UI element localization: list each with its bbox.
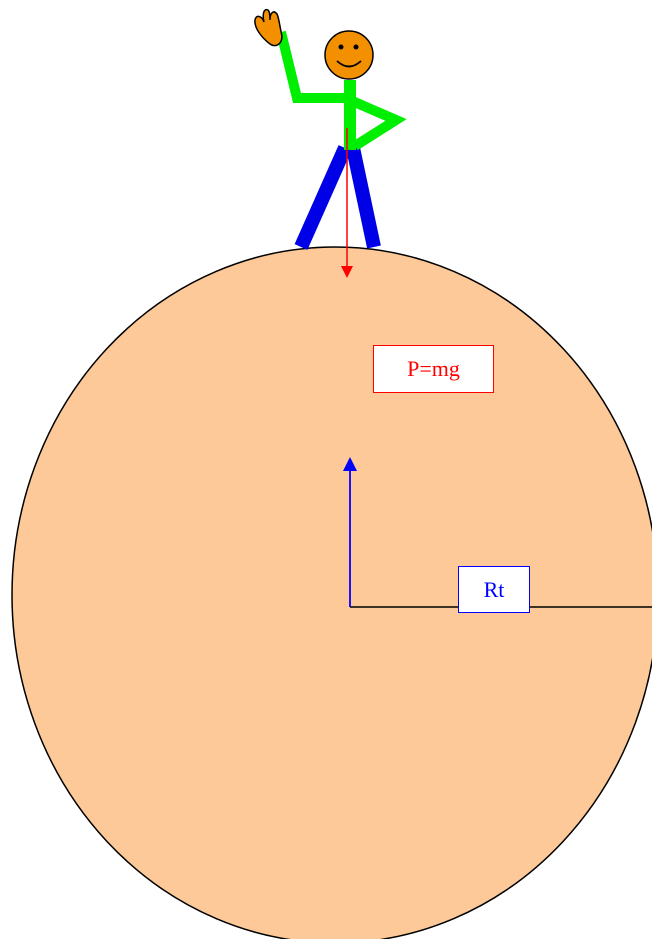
hip-arm	[348, 95, 407, 151]
right-leg	[346, 146, 381, 249]
radius-arrow-head	[343, 457, 357, 471]
weight-force-label: P=mg	[373, 345, 494, 393]
planet-earth	[11, 246, 652, 939]
weight-arrow-head	[341, 266, 353, 278]
stick-figure	[254, 8, 407, 250]
waving-arm	[276, 30, 350, 103]
left-leg	[294, 145, 352, 250]
hand-icon	[254, 8, 283, 47]
smiley-face-icon	[324, 30, 374, 80]
earth-radius-label: Rt	[458, 566, 530, 613]
